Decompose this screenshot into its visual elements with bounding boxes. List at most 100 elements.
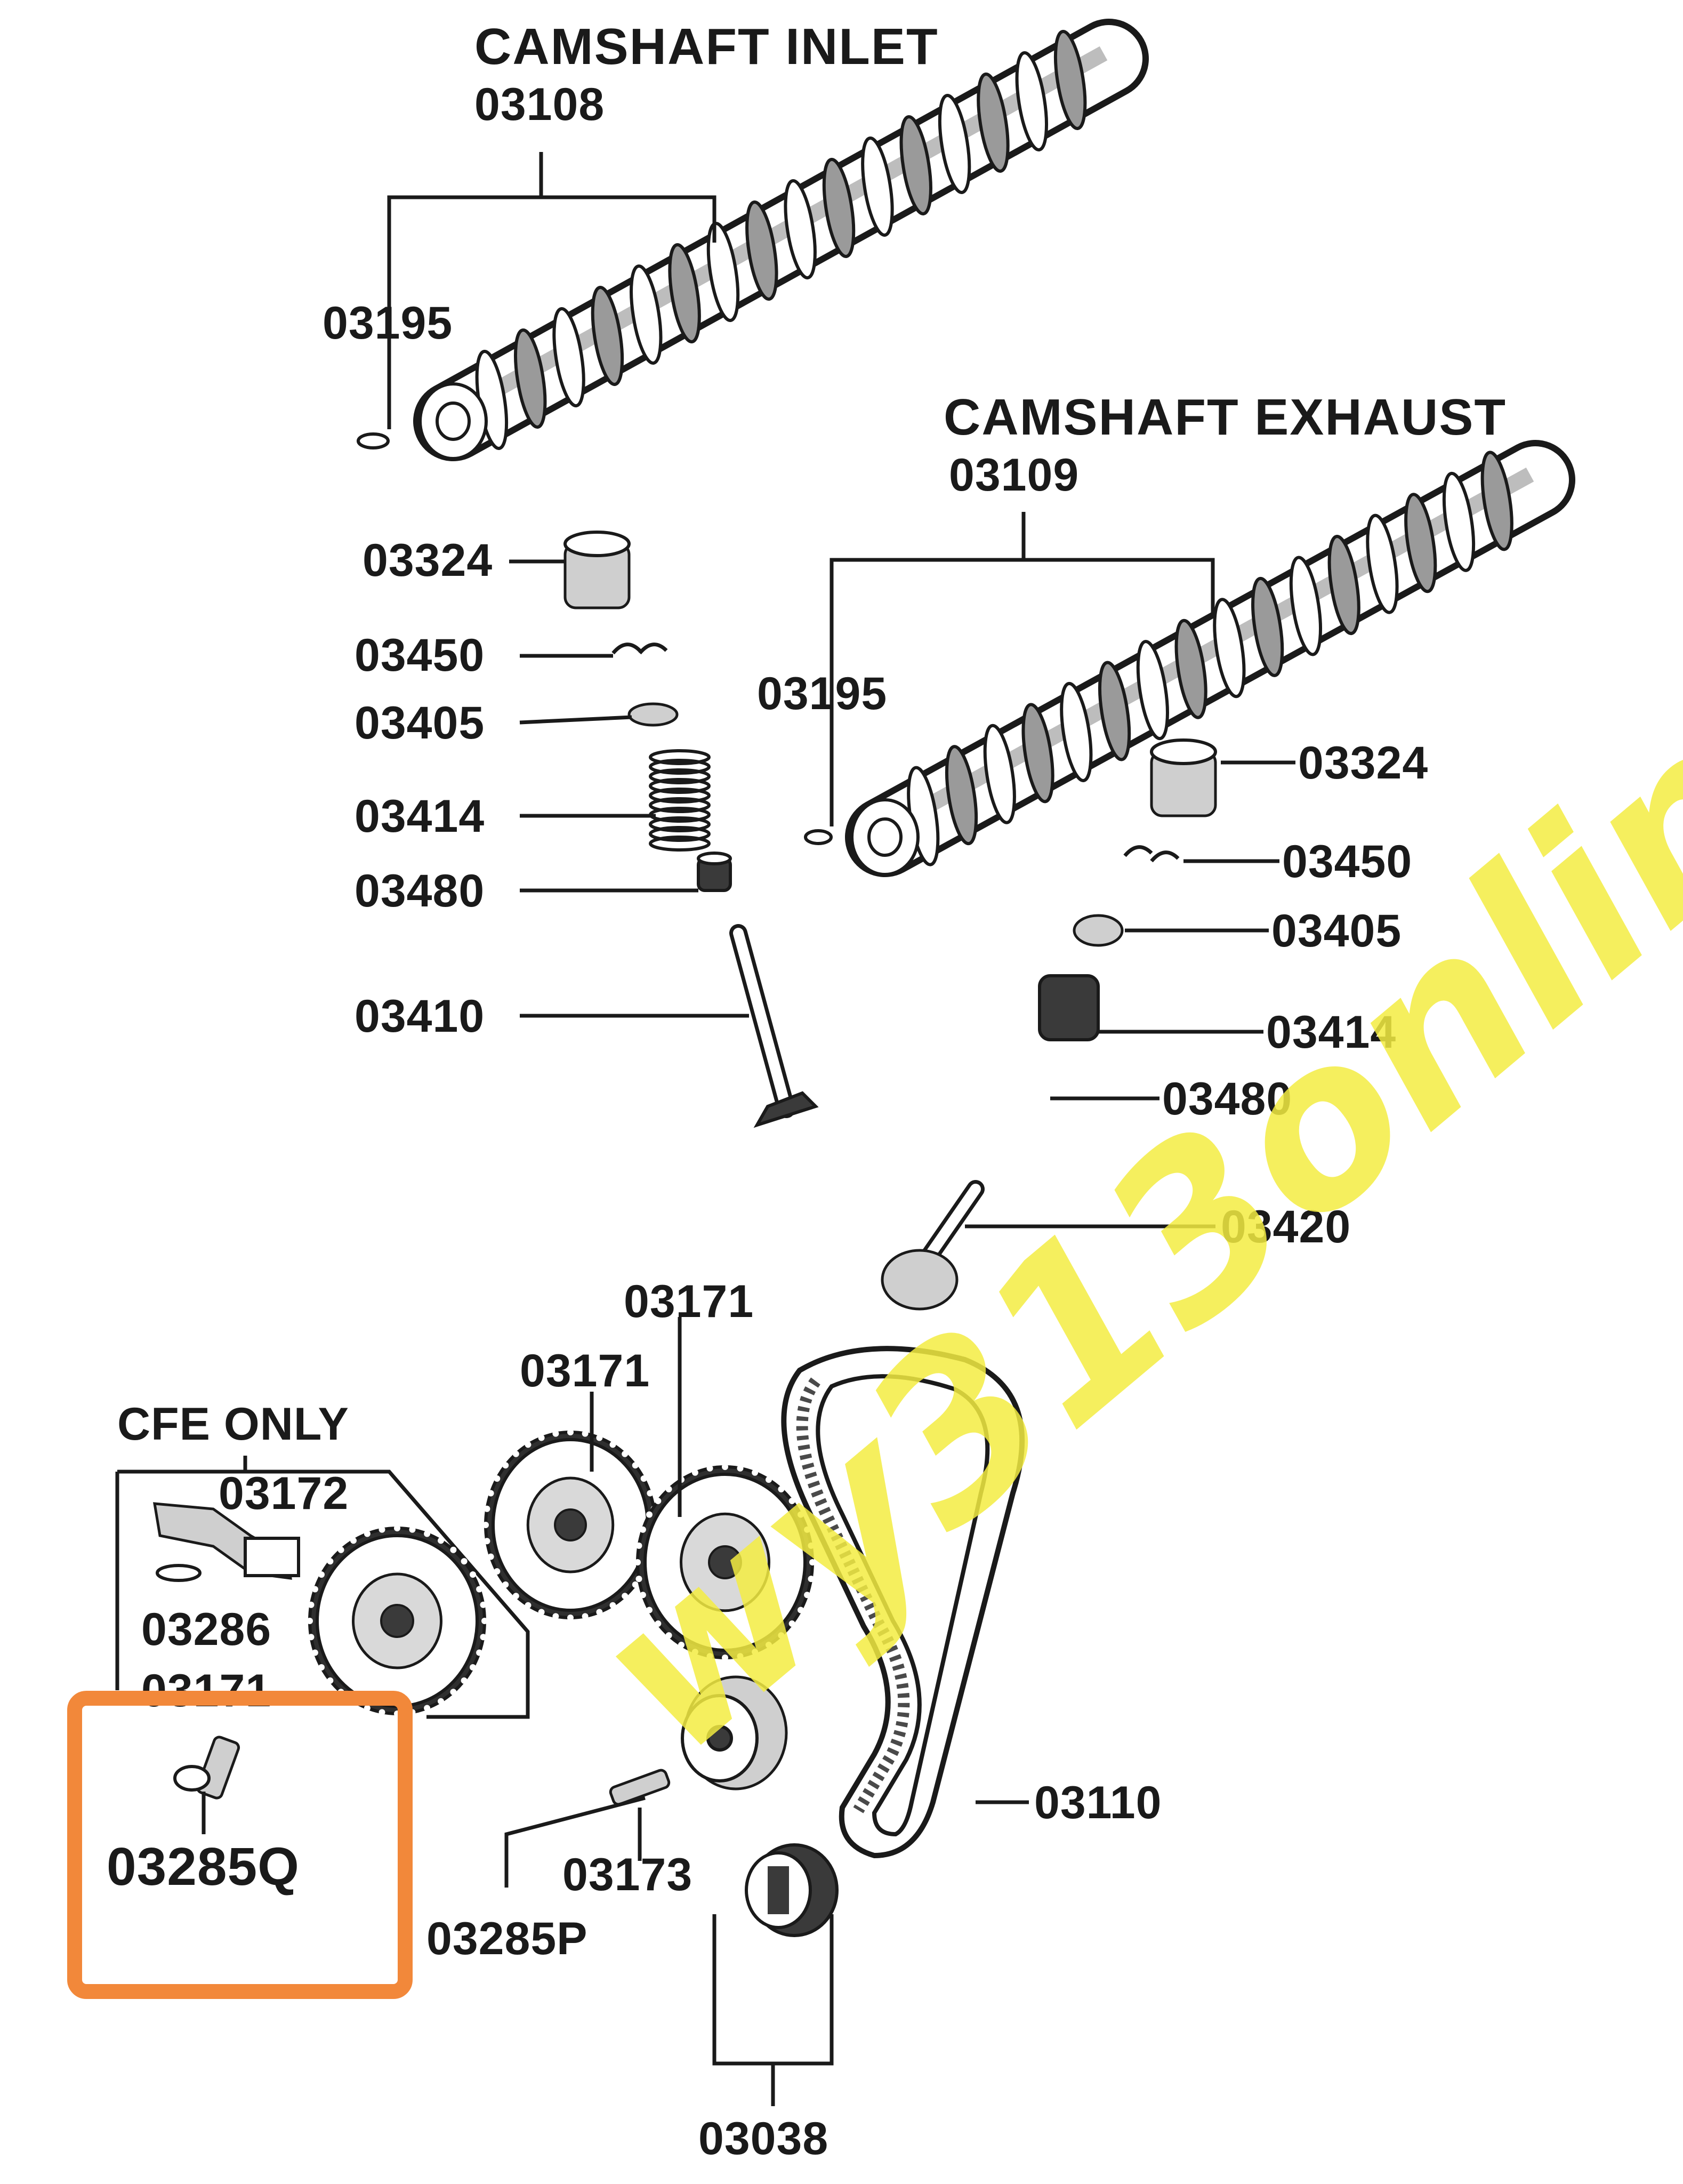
cam-lobe	[1213, 598, 1246, 698]
gear-tooth-gap	[646, 1511, 653, 1518]
label-valve-inlet: 03410	[355, 991, 485, 1042]
gear-tooth-gap	[622, 1450, 629, 1457]
cam-lobe	[938, 94, 971, 194]
spring-coil	[649, 836, 711, 852]
gear-tooth-gap	[691, 1469, 698, 1476]
spring-retainer-exhaust-drawing	[1073, 914, 1124, 947]
title-camshaft-inlet: CAMSHAFT INLET	[474, 18, 939, 75]
gear-tooth-gap	[494, 1568, 501, 1575]
gear-tooth-gap	[318, 1571, 325, 1578]
gear-tooth-gap	[470, 1571, 477, 1578]
gear-tooth-gap	[538, 1609, 545, 1616]
spring-coil	[649, 759, 711, 775]
spring-coil	[649, 816, 711, 832]
cam-lobe	[1251, 576, 1284, 677]
gear-tooth-gap	[737, 1653, 744, 1660]
tappet-inlet-drawing	[563, 531, 631, 609]
gear-tooth-gap	[409, 1526, 416, 1533]
gear-tooth-gap	[525, 1602, 532, 1609]
gear-tooth-gap	[737, 1465, 744, 1472]
title-cfe-only: CFE ONLY	[117, 1399, 349, 1450]
gear-tooth-gap	[647, 1490, 654, 1497]
gear-tooth-gap	[809, 1559, 816, 1565]
valve-inlet-drawing	[729, 924, 819, 1128]
label-sprocket-a: 03171	[520, 1345, 650, 1396]
label-valve-spring-exhaust: 03414	[1266, 1007, 1396, 1058]
label-valve-stem-seal-exhaust: 03480	[1162, 1073, 1292, 1125]
cam-lobe	[1442, 471, 1476, 572]
gear-tooth-gap	[311, 1586, 318, 1593]
label-camshaft-inlet: 03108	[474, 79, 605, 130]
retainer-lock-inlet-drawing	[611, 643, 668, 655]
label-camshaft-exhaust: 03109	[949, 449, 1079, 501]
gear-tooth-gap	[480, 1634, 487, 1641]
gear-tooth-gap	[665, 1632, 672, 1639]
gear-tooth-gap	[379, 1526, 385, 1533]
gear-tooth-gap	[424, 1530, 431, 1537]
leader-lines	[202, 152, 1295, 2106]
gear-tooth-gap	[635, 1576, 642, 1583]
gear-tooth-gap	[691, 1649, 698, 1656]
cam-lobe	[1366, 513, 1399, 614]
gear-tooth-gap	[502, 1462, 509, 1469]
gear-tooth-gap	[470, 1664, 477, 1671]
label-retainer-lock-inlet: 03450	[355, 630, 485, 681]
gear-tooth-gap	[461, 1677, 468, 1684]
gear-tooth-gap	[788, 1620, 795, 1627]
gear-tooth-gap	[632, 1462, 639, 1469]
gear-tooth-gap	[337, 1546, 344, 1553]
cam-lobe	[977, 73, 1010, 173]
gear-tooth-gap	[552, 1613, 559, 1620]
gear-tooth-gap	[609, 1441, 616, 1448]
timing-belt-drawing	[781, 1346, 1025, 1859]
gear-tooth-gap	[622, 1593, 629, 1600]
gear-tooth-gap	[438, 1537, 444, 1544]
spring-coil	[649, 826, 711, 842]
gear-tooth-gap	[307, 1618, 313, 1624]
gear-tooth-gap	[487, 1490, 494, 1497]
label-bolt-highlighted: 03285Q	[107, 1837, 300, 1897]
gear-tooth-gap	[678, 1642, 685, 1649]
sprocket-a-drawing	[482, 1429, 658, 1621]
cam-lobe	[1021, 703, 1054, 804]
gear-tooth-gap	[494, 1475, 501, 1482]
gear-tooth-gap	[308, 1601, 315, 1608]
gear-tooth-gap	[350, 1537, 357, 1544]
label-timing-belt: 03110	[1034, 1777, 1162, 1828]
gear-tooth-gap	[476, 1649, 483, 1656]
gear-tooth-gap	[655, 1620, 662, 1627]
spring-coil	[649, 749, 711, 765]
gear-tooth-gap	[778, 1632, 785, 1639]
pin-inlet-drawing	[357, 432, 390, 449]
gear-tooth-gap	[538, 1434, 545, 1441]
gear-tooth-gap	[484, 1538, 490, 1545]
gear-tooth-gap	[525, 1441, 532, 1448]
gear-tooth-gap	[808, 1576, 815, 1583]
tappet-exhaust-drawing	[1150, 738, 1217, 817]
cam-lobe	[1060, 681, 1093, 782]
gear-tooth-gap	[646, 1607, 653, 1613]
spring-coil	[649, 768, 711, 784]
bolt-idler-drawing	[609, 1769, 671, 1806]
gear-tooth-gap	[567, 1429, 574, 1435]
label-oring-cfe: 03286	[141, 1604, 271, 1655]
cam-lobe	[1327, 535, 1360, 636]
gear-tooth-gap	[639, 1592, 646, 1599]
cam-lobe	[899, 115, 932, 215]
label-tappet-exhaust: 03324	[1298, 737, 1428, 789]
gear-tooth-gap	[308, 1634, 315, 1641]
tensioner-drawing	[745, 1843, 839, 1937]
gear-hub	[380, 1604, 414, 1638]
camshaft-inlet-drawing	[413, 19, 1149, 461]
gear-tooth-gap	[311, 1649, 318, 1656]
spring-retainer-inlet-drawing	[627, 702, 679, 727]
gear-tooth-gap	[766, 1476, 772, 1483]
gear-tooth-gap	[318, 1664, 325, 1671]
gear-tooth-gap	[567, 1615, 574, 1621]
cam-lobe	[1098, 661, 1131, 761]
gear-tooth-gap	[552, 1430, 559, 1437]
pin-exhaust-drawing	[804, 829, 833, 845]
gear-tooth-gap	[481, 1618, 488, 1624]
label-bolt-idler: 03285P	[426, 1913, 588, 1964]
